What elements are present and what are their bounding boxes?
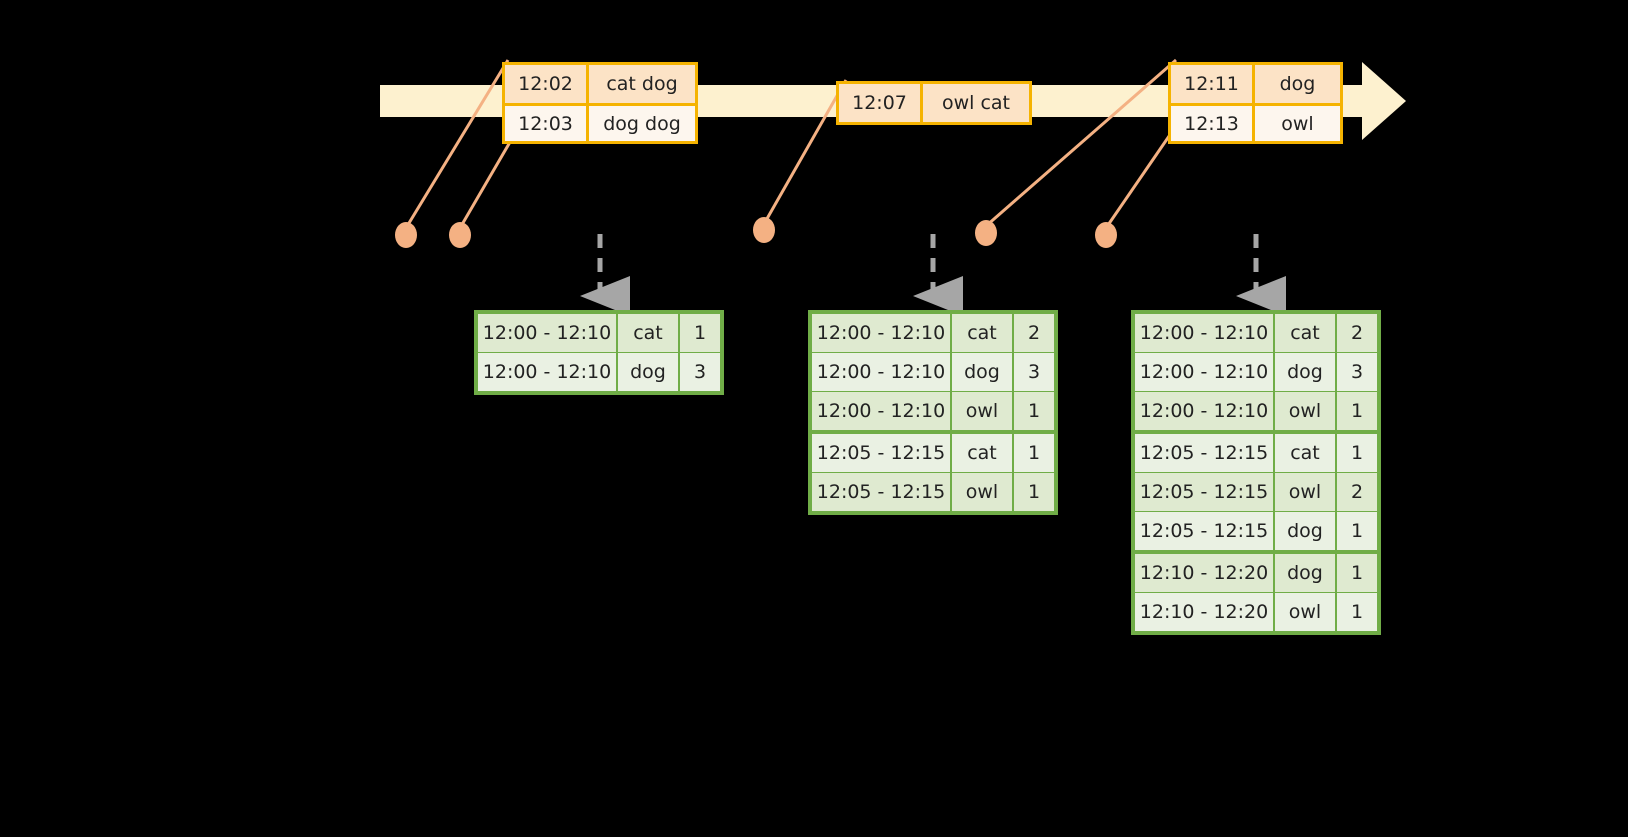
event-row: 12:13 owl — [1171, 103, 1340, 141]
word-cell: dog — [1275, 512, 1337, 550]
word-cell: cat — [952, 434, 1014, 472]
window-cell: 12:00 - 12:10 — [478, 314, 618, 352]
event-row: 12:11 dog — [1171, 65, 1340, 103]
window-cell: 12:00 - 12:10 — [812, 392, 952, 430]
connector-5 — [1104, 125, 1178, 229]
event-row: 12:02 cat dog — [505, 65, 695, 103]
event-words: owl cat — [923, 84, 1029, 122]
event-words: dog — [1255, 65, 1340, 103]
count-cell: 3 — [1337, 353, 1377, 391]
count-cell: 2 — [1337, 314, 1377, 352]
event-time: 12:13 — [1171, 106, 1255, 141]
count-cell: 1 — [1337, 434, 1377, 472]
count-cell: 1 — [1337, 554, 1377, 592]
word-cell: owl — [1275, 593, 1337, 631]
word-cell: owl — [1275, 473, 1337, 511]
window-cell: 12:05 - 12:15 — [812, 434, 952, 472]
window-cell: 12:05 - 12:15 — [1135, 434, 1275, 472]
count-cell: 1 — [1014, 434, 1054, 472]
event-dot-2 — [449, 222, 471, 248]
event-dot-4 — [975, 220, 997, 246]
word-cell: owl — [952, 473, 1014, 511]
count-cell: 1 — [1014, 473, 1054, 511]
count-cell: 1 — [680, 314, 720, 352]
event-group-a: 12:02 cat dog 12:03 dog dog — [502, 62, 698, 144]
event-dot-5 — [1095, 222, 1117, 248]
event-group-b: 12:07 owl cat — [836, 81, 1032, 125]
word-cell: dog — [618, 353, 680, 391]
word-cell: dog — [1275, 554, 1337, 592]
count-cell: 1 — [1337, 392, 1377, 430]
word-cell: owl — [1275, 392, 1337, 430]
count-cell: 1 — [1014, 392, 1054, 430]
event-words: cat dog — [589, 65, 695, 103]
word-cell: cat — [618, 314, 680, 352]
window-cell: 12:05 - 12:15 — [1135, 512, 1275, 550]
window-cell: 12:10 - 12:20 — [1135, 554, 1275, 592]
event-words: owl — [1255, 106, 1340, 141]
window-cell: 12:05 - 12:15 — [812, 473, 952, 511]
window-cell: 12:00 - 12:10 — [1135, 314, 1275, 352]
event-time: 12:11 — [1171, 65, 1255, 103]
word-cell: cat — [952, 314, 1014, 352]
event-group-c: 12:11 dog 12:13 owl — [1168, 62, 1343, 144]
event-dot-1 — [395, 222, 417, 248]
word-cell: cat — [1275, 434, 1337, 472]
window-cell: 12:05 - 12:15 — [1135, 473, 1275, 511]
window-cell: 12:00 - 12:10 — [1135, 353, 1275, 391]
count-cell: 2 — [1337, 473, 1377, 511]
window-cell: 12:00 - 12:10 — [812, 314, 952, 352]
event-dot-3 — [753, 217, 775, 243]
event-time: 12:02 — [505, 65, 589, 103]
event-row: 12:07 owl cat — [839, 84, 1029, 122]
event-time: 12:03 — [505, 106, 589, 141]
event-row: 12:03 dog dog — [505, 103, 695, 141]
word-cell: dog — [952, 353, 1014, 391]
connector-2 — [458, 129, 519, 229]
window-cell: 12:00 - 12:10 — [1135, 392, 1275, 430]
count-cell: 3 — [680, 353, 720, 391]
window-cell: 12:00 - 12:10 — [812, 353, 952, 391]
count-cell: 3 — [1014, 353, 1054, 391]
window-cell: 12:00 - 12:10 — [478, 353, 618, 391]
word-cell: cat — [1275, 314, 1337, 352]
word-cell: dog — [1275, 353, 1337, 391]
event-time: 12:07 — [839, 84, 923, 122]
event-words: dog dog — [589, 106, 695, 141]
count-cell: 1 — [1337, 593, 1377, 631]
word-cell: owl — [952, 392, 1014, 430]
window-cell: 12:10 - 12:20 — [1135, 593, 1275, 631]
timeline-arrowhead-icon — [1362, 62, 1406, 140]
count-cell: 1 — [1337, 512, 1377, 550]
count-cell: 2 — [1014, 314, 1054, 352]
